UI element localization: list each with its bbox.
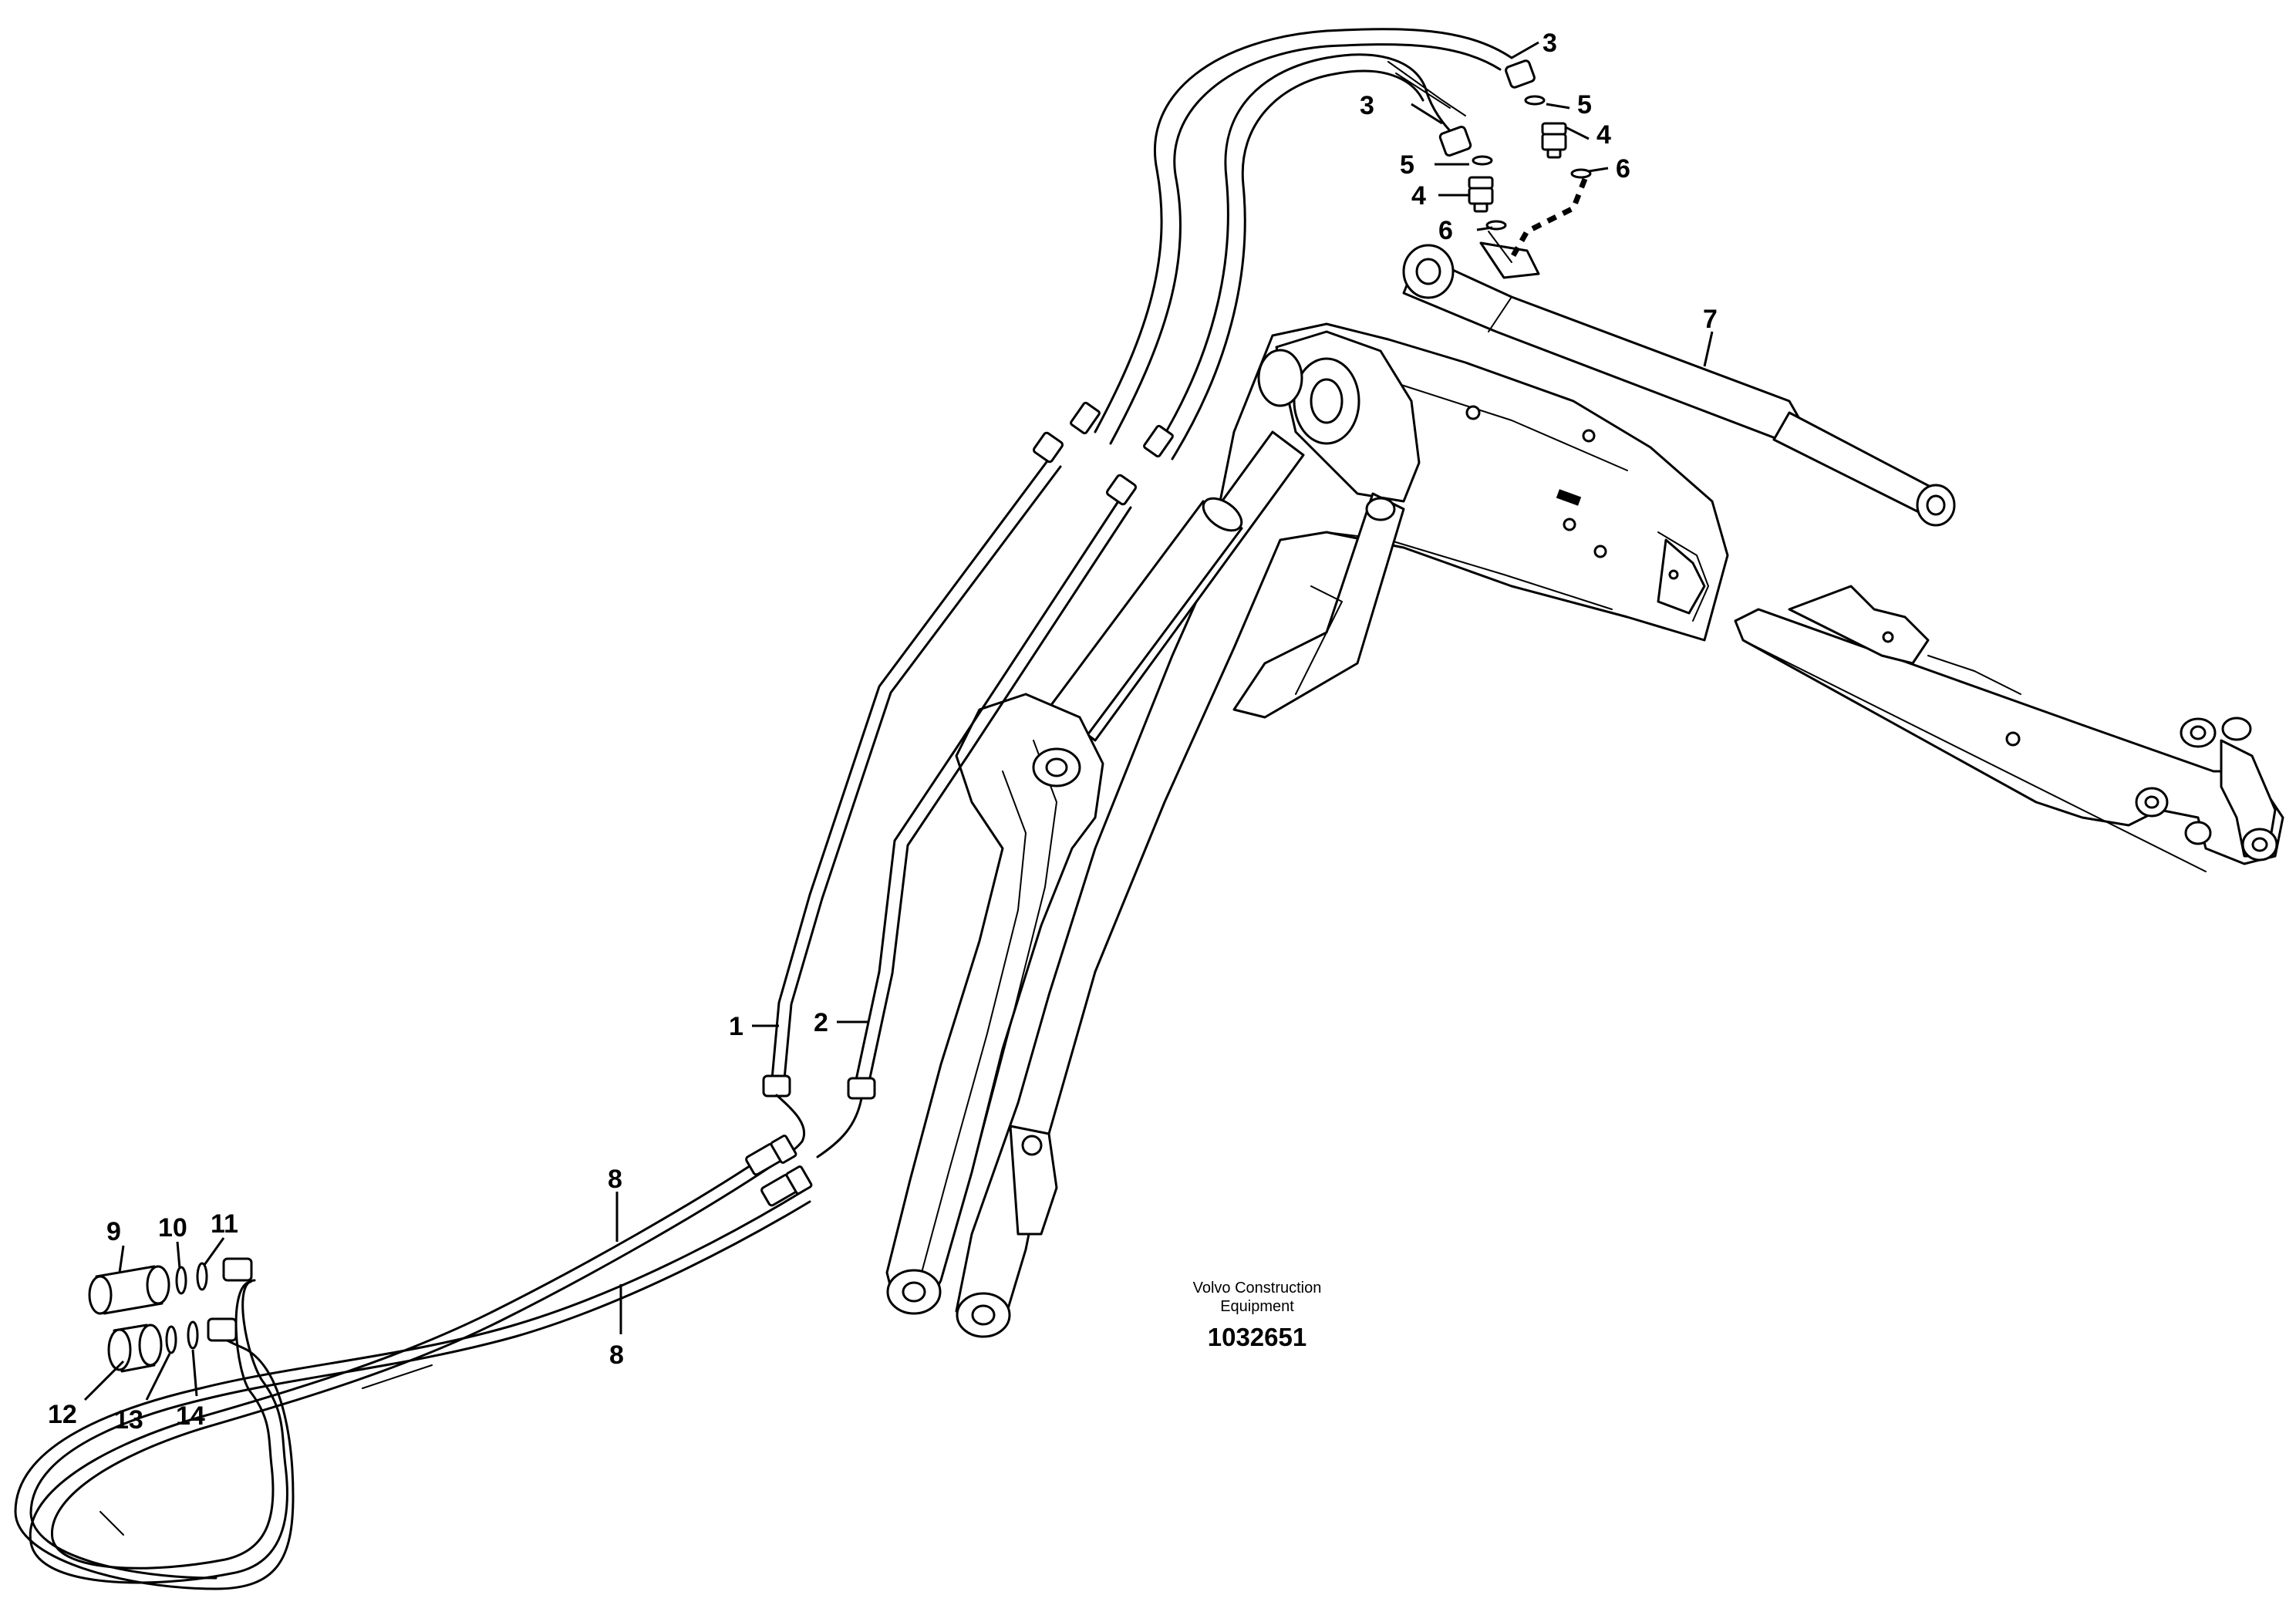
- callout-5-right: 5: [1577, 90, 1592, 120]
- oring-14: [187, 1320, 199, 1350]
- dipper-arm: [885, 492, 1405, 1338]
- hose-fitting-upper-b: [760, 1165, 813, 1207]
- rigid-pipes: [762, 401, 1174, 1100]
- leader-lines: [83, 41, 1714, 1401]
- fitting-pipe2-top: [1105, 424, 1174, 506]
- fitting-pipe1-top: [1032, 401, 1101, 464]
- cylinder-7: [1402, 241, 1956, 527]
- reference-brand-line2: Equipment: [1220, 1298, 1294, 1315]
- callout-3-upper: 3: [1542, 29, 1557, 58]
- reference-block: Volvo Construction Equipment 1032651: [1193, 1280, 1322, 1351]
- frame-bracket: [1734, 585, 2284, 872]
- boom: [955, 322, 1729, 1336]
- upper-hoses: [1094, 28, 1513, 460]
- callout-8-lower: 8: [609, 1340, 624, 1370]
- callout-10: 10: [158, 1213, 187, 1243]
- callout-12: 12: [48, 1400, 77, 1429]
- callout-3-lower: 3: [1360, 91, 1374, 120]
- fitting-stack-left: [1438, 125, 1512, 263]
- callout-14: 14: [176, 1401, 205, 1431]
- washer-10: [175, 1266, 187, 1295]
- washer-13: [165, 1325, 177, 1354]
- hose-fitting-upper-a: [745, 1135, 797, 1176]
- reference-brand-line1: Volvo Construction: [1193, 1280, 1322, 1297]
- lower-hoses: [14, 1094, 863, 1590]
- callout-4-left: 4: [1411, 181, 1426, 211]
- callout-6-left: 6: [1438, 216, 1453, 245]
- plug-12: [107, 1324, 163, 1373]
- callout-5-left: 5: [1400, 150, 1414, 180]
- callout-1: 1: [729, 1012, 743, 1041]
- oring-11: [196, 1262, 208, 1291]
- reference-number: 1032651: [1208, 1323, 1306, 1351]
- callout-6-right: 6: [1616, 154, 1630, 184]
- callout-labels: 1 2 3 3 4 4 5 5 6 6 7 8 8 9 10 11 12 13 …: [48, 29, 1718, 1435]
- plug-9: [88, 1265, 170, 1315]
- callout-9: 9: [106, 1217, 121, 1246]
- callout-8-upper: 8: [608, 1165, 622, 1194]
- hose-fitting-lower-b: [207, 1317, 238, 1342]
- fitting-stack-right: [1505, 59, 1592, 260]
- hose-fitting-lower-a: [222, 1257, 253, 1282]
- callout-4-right: 4: [1596, 120, 1611, 150]
- callout-13: 13: [114, 1405, 143, 1435]
- callout-7: 7: [1703, 305, 1718, 334]
- callout-2: 2: [814, 1008, 828, 1037]
- callout-11: 11: [211, 1209, 238, 1239]
